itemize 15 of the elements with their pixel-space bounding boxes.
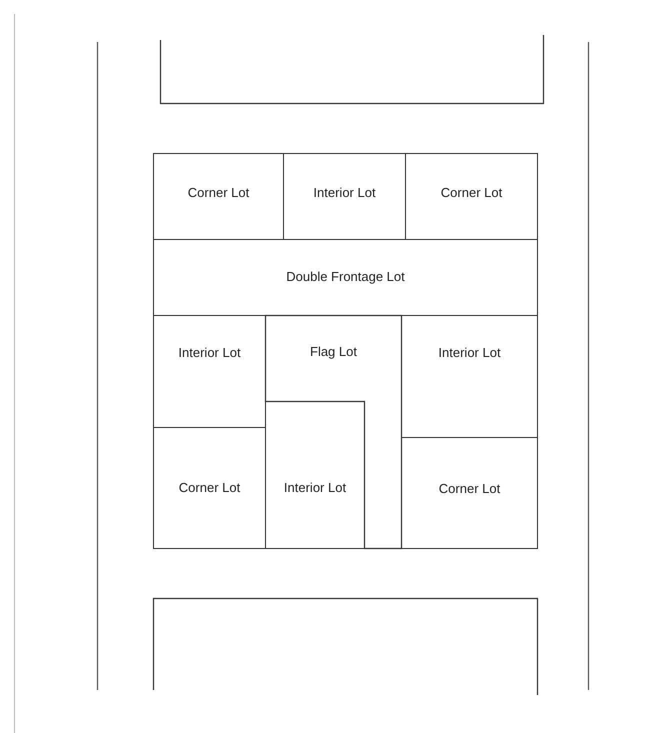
lot-parcel [153, 239, 538, 316]
lot-label: Flag Lot [310, 344, 357, 359]
lot-label: Interior Lot [313, 185, 376, 200]
lot-parcel [153, 427, 266, 549]
lot-parcel [405, 153, 538, 240]
lot-label: Interior Lot [438, 345, 501, 360]
lot-label: Corner Lot [438, 481, 500, 496]
lot-label: Corner Lot [188, 185, 250, 200]
lot-label: Corner Lot [178, 480, 240, 495]
lot-label: Interior Lot [178, 345, 241, 360]
lot-parcel [153, 153, 284, 240]
lot-label: Double Frontage Lot [286, 269, 405, 284]
lot-label: Interior Lot [284, 480, 346, 495]
lot-parcel [401, 437, 538, 549]
lot-label: Corner Lot [440, 185, 502, 200]
